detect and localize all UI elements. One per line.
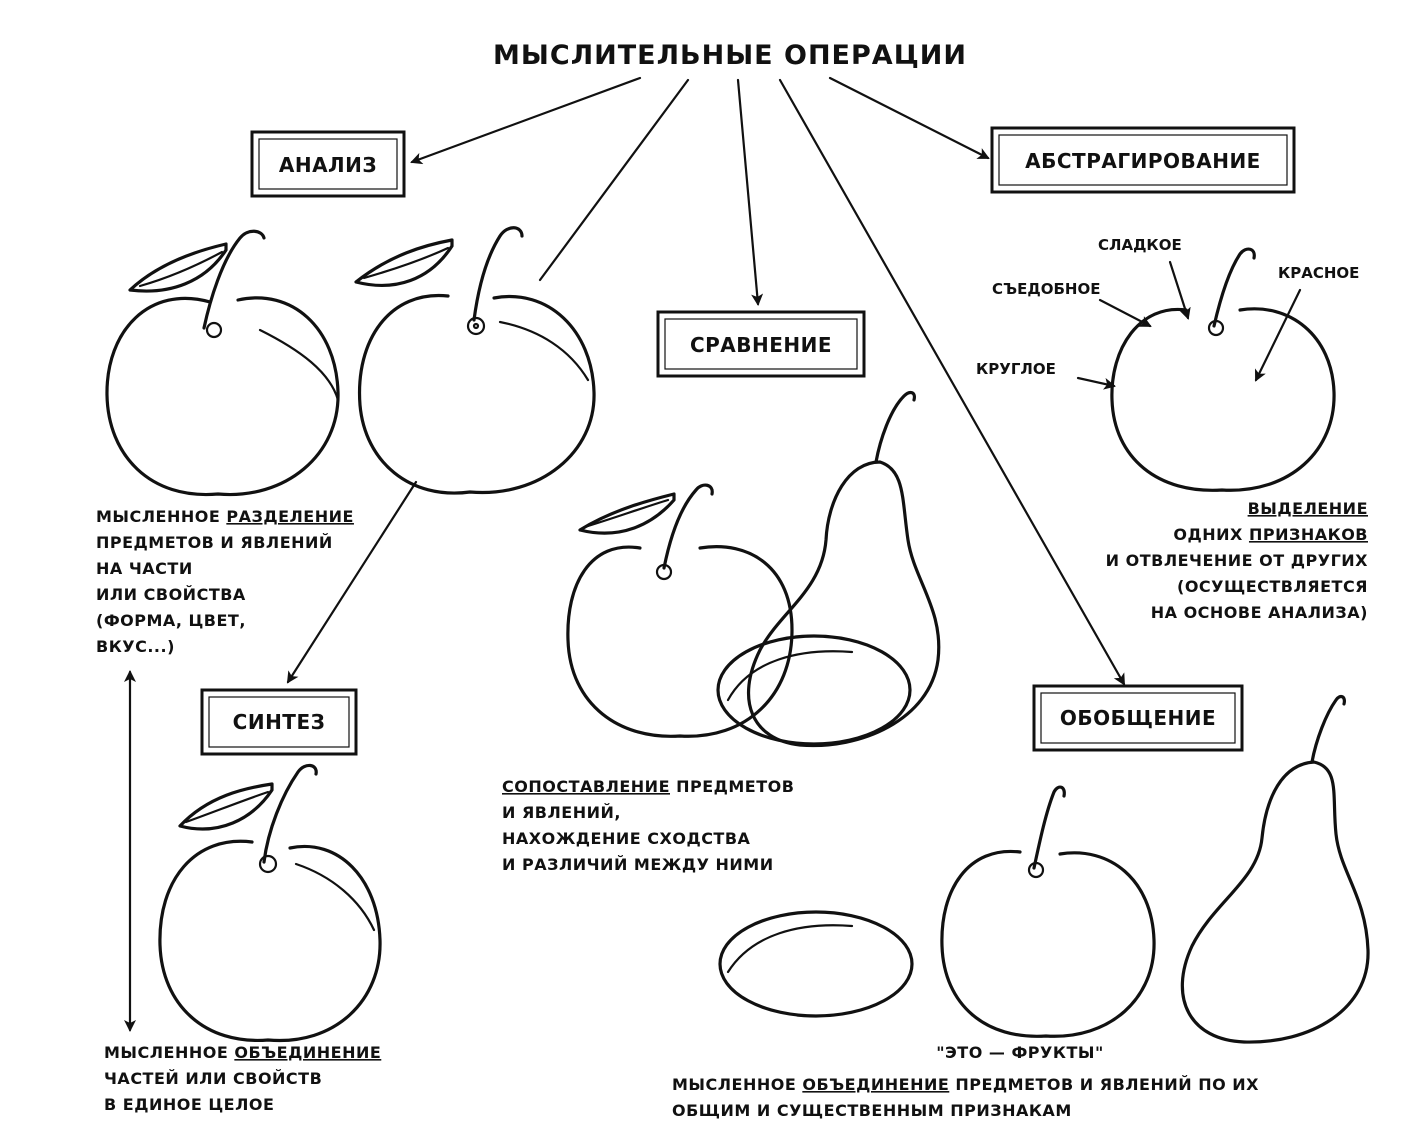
synthesis-caption-line2: ЧАСТЕЙ ИЛИ СВОЙСТВ	[104, 1069, 322, 1088]
generalization-label: ОБОБЩЕНИЕ	[1060, 706, 1216, 730]
analysis-label: АНАЛИЗ	[279, 153, 377, 177]
analysis-caption: МЫСЛЕННОЕ РАЗДЕЛЕНИЕ ПРЕДМЕТОВ И ЯВЛЕНИЙ…	[96, 507, 354, 656]
generalization-plum	[718, 910, 914, 1018]
synthesis-box: СИНТЕЗ	[200, 688, 358, 756]
arrow-to-abstraction	[828, 76, 990, 160]
synthesis-label: СИНТЕЗ	[233, 710, 326, 734]
arrow-analysis-to-synthesis	[286, 480, 418, 684]
synthesis-caption-line3: В ЕДИНОЕ ЦЕЛОЕ	[104, 1095, 274, 1114]
arrow-edible	[1098, 298, 1152, 328]
arrow-sweet	[1168, 260, 1191, 320]
analysis-apple-right	[354, 226, 596, 495]
synthesis-caption-line1b: ОБЪЕДИНЕНИЕ	[234, 1043, 381, 1062]
arrow-red	[1254, 288, 1302, 382]
generalization-box: ОБОБЩЕНИЕ	[1032, 684, 1244, 752]
comparison-caption-line3: НАХОЖДЕНИЕ СХОДСТВА	[502, 829, 751, 848]
generalization-caption-line2: ОБЩИМ И СУЩЕСТВЕННЫМ ПРИЗНАКАМ	[672, 1101, 1072, 1120]
diagram-title: МЫСЛИТЕЛЬНЫЕ ОПЕРАЦИИ	[493, 40, 967, 71]
svg-text:МЫСЛЕННОЕ РАЗДЕЛЕНИЕ: МЫСЛЕННОЕ РАЗДЕЛЕНИЕ	[96, 507, 354, 526]
arrow-to-analysis	[410, 76, 642, 165]
comparison-caption: СОПОСТАВЛЕНИЕ ПРЕДМЕТОВ И ЯВЛЕНИЙ, НАХОЖ…	[502, 777, 794, 874]
comparison-box: СРАВНЕНИЕ	[656, 310, 866, 378]
analysis-caption-line3: НА ЧАСТИ	[96, 559, 193, 578]
comparison-apple	[566, 483, 794, 738]
synthesis-caption-line1a: МЫСЛЕННОЕ	[104, 1043, 234, 1062]
comparison-caption-line4: И РАЗЛИЧИЙ МЕЖДУ НИМИ	[502, 855, 774, 874]
generalization-caption: "ЭТО — ФРУКТЫ" МЫСЛЕННОЕ ОБЪЕДИНЕНИЕ ПРЕ…	[672, 1043, 1259, 1120]
generalization-apple	[940, 785, 1156, 1038]
title-arrows	[410, 76, 1126, 686]
property-red: КРАСНОЕ	[1278, 264, 1359, 282]
abstraction-caption: ВЫДЕЛЕНИЕ ОДНИХ ПРИЗНАКОВ И ОТВЛЕЧЕНИЕ О…	[1106, 499, 1369, 622]
generalization-pear	[1180, 694, 1370, 1044]
abstraction-caption-line2a: ОДНИХ	[1173, 525, 1249, 544]
analysis-caption-line5: (ФОРМА, ЦВЕТ,	[96, 611, 246, 630]
abstraction-apple	[1110, 247, 1336, 492]
abstraction-properties: СЛАДКОЕ КРАСНОЕ СЪЕДОБНОЕ КРУГЛОЕ	[976, 236, 1359, 390]
property-round: КРУГЛОЕ	[976, 360, 1056, 378]
comparison-caption-line1a: СОПОСТАВЛЕНИЕ	[502, 777, 670, 796]
arrow-to-comparison	[736, 78, 764, 306]
abstraction-caption-line4: (ОСУЩЕСТВЛЯЕТСЯ	[1177, 577, 1368, 596]
arrow-to-generalization	[778, 78, 1126, 686]
analysis-caption-line6: ВКУС...)	[96, 637, 175, 656]
abstraction-box: АБСТРАГИРОВАНИЕ	[990, 126, 1296, 194]
analysis-caption-line2: ПРЕДМЕТОВ И ЯВЛЕНИЙ	[96, 533, 333, 552]
generalization-quote: "ЭТО — ФРУКТЫ"	[936, 1043, 1104, 1062]
generalization-caption-line1c: ПРЕДМЕТОВ И ЯВЛЕНИЙ ПО ИХ	[949, 1075, 1259, 1094]
analysis-apple-left	[105, 229, 340, 497]
synthesis-caption: МЫСЛЕННОЕ ОБЪЕДИНЕНИЕ ЧАСТЕЙ ИЛИ СВОЙСТВ…	[104, 1043, 381, 1114]
arrow-round	[1076, 376, 1116, 390]
abstraction-label: АБСТРАГИРОВАНИЕ	[1025, 149, 1261, 173]
analysis-caption-line1a: МЫСЛЕННОЕ	[96, 507, 226, 526]
abstraction-caption-line1: ВЫДЕЛЕНИЕ	[1248, 499, 1368, 518]
analysis-caption-line4: ИЛИ СВОЙСТВА	[96, 585, 246, 604]
property-edible: СЪЕДОБНОЕ	[992, 280, 1100, 298]
synthesis-apple	[158, 763, 382, 1043]
analysis-caption-line1b: РАЗДЕЛЕНИЕ	[226, 507, 354, 526]
generalization-caption-line1b: ОБЪЕДИНЕНИЕ	[802, 1075, 949, 1094]
svg-text:МЫСЛЕННОЕ ОБЪЕДИНЕНИЕ: МЫСЛЕННОЕ ОБЪЕДИНЕНИЕ	[104, 1043, 381, 1062]
svg-text:МЫСЛЕННОЕ ОБЪЕДИНЕНИЕ ПРЕДМЕТО: МЫСЛЕННОЕ ОБЪЕДИНЕНИЕ ПРЕДМЕТОВ И ЯВЛЕНИ…	[672, 1075, 1259, 1094]
abstraction-caption-line5: НА ОСНОВЕ АНАЛИЗА)	[1151, 603, 1368, 622]
arrow-to-analysis-apple	[538, 78, 690, 282]
svg-text:ОДНИХ ПРИЗНАКОВ: ОДНИХ ПРИЗНАКОВ	[1173, 525, 1368, 544]
comparison-caption-line2: И ЯВЛЕНИЙ,	[502, 803, 621, 822]
analysis-box: АНАЛИЗ	[250, 130, 406, 198]
abstraction-caption-line2b: ПРИЗНАКОВ	[1249, 525, 1368, 544]
comparison-label: СРАВНЕНИЕ	[690, 333, 832, 357]
svg-text:СОПОСТАВЛЕНИЕ ПРЕДМЕТОВ: СОПОСТАВЛЕНИЕ ПРЕДМЕТОВ	[502, 777, 794, 796]
comparison-plum	[716, 634, 912, 746]
comparison-caption-line1b: ПРЕДМЕТОВ	[670, 777, 794, 796]
property-sweet: СЛАДКОЕ	[1098, 236, 1182, 254]
generalization-caption-line1a: МЫСЛЕННОЕ	[672, 1075, 802, 1094]
abstraction-caption-line3: И ОТВЛЕЧЕНИЕ ОТ ДРУГИХ	[1106, 551, 1369, 570]
